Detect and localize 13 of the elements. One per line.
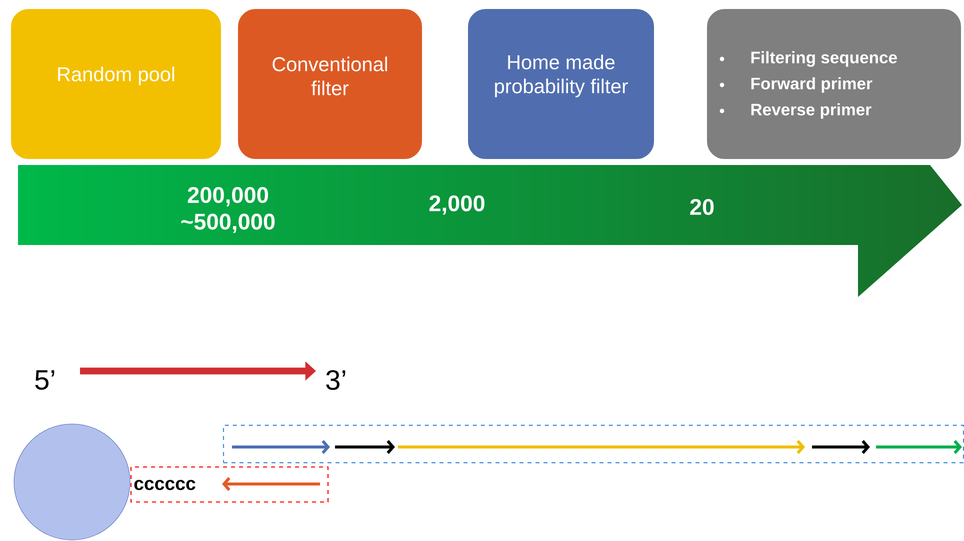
process-box: Home made probability filter	[466, 7, 656, 161]
process-box: Random pool	[9, 7, 223, 161]
process-box	[705, 7, 963, 161]
bead-circle	[14, 424, 130, 540]
dashed-box: cccccc	[130, 466, 329, 503]
process-box: Conventional filter	[236, 7, 424, 161]
dashed-box	[222, 424, 964, 464]
end-label: 5’	[35, 370, 54, 390]
list-item: Filtering sequence	[751, 51, 897, 67]
count-label: 200,000 ~500,000 2,000 20	[181, 187, 714, 233]
list-item: Reverse primer	[751, 103, 872, 119]
end-label: 3’	[326, 370, 346, 390]
list-item: Forward primer	[751, 77, 872, 93]
